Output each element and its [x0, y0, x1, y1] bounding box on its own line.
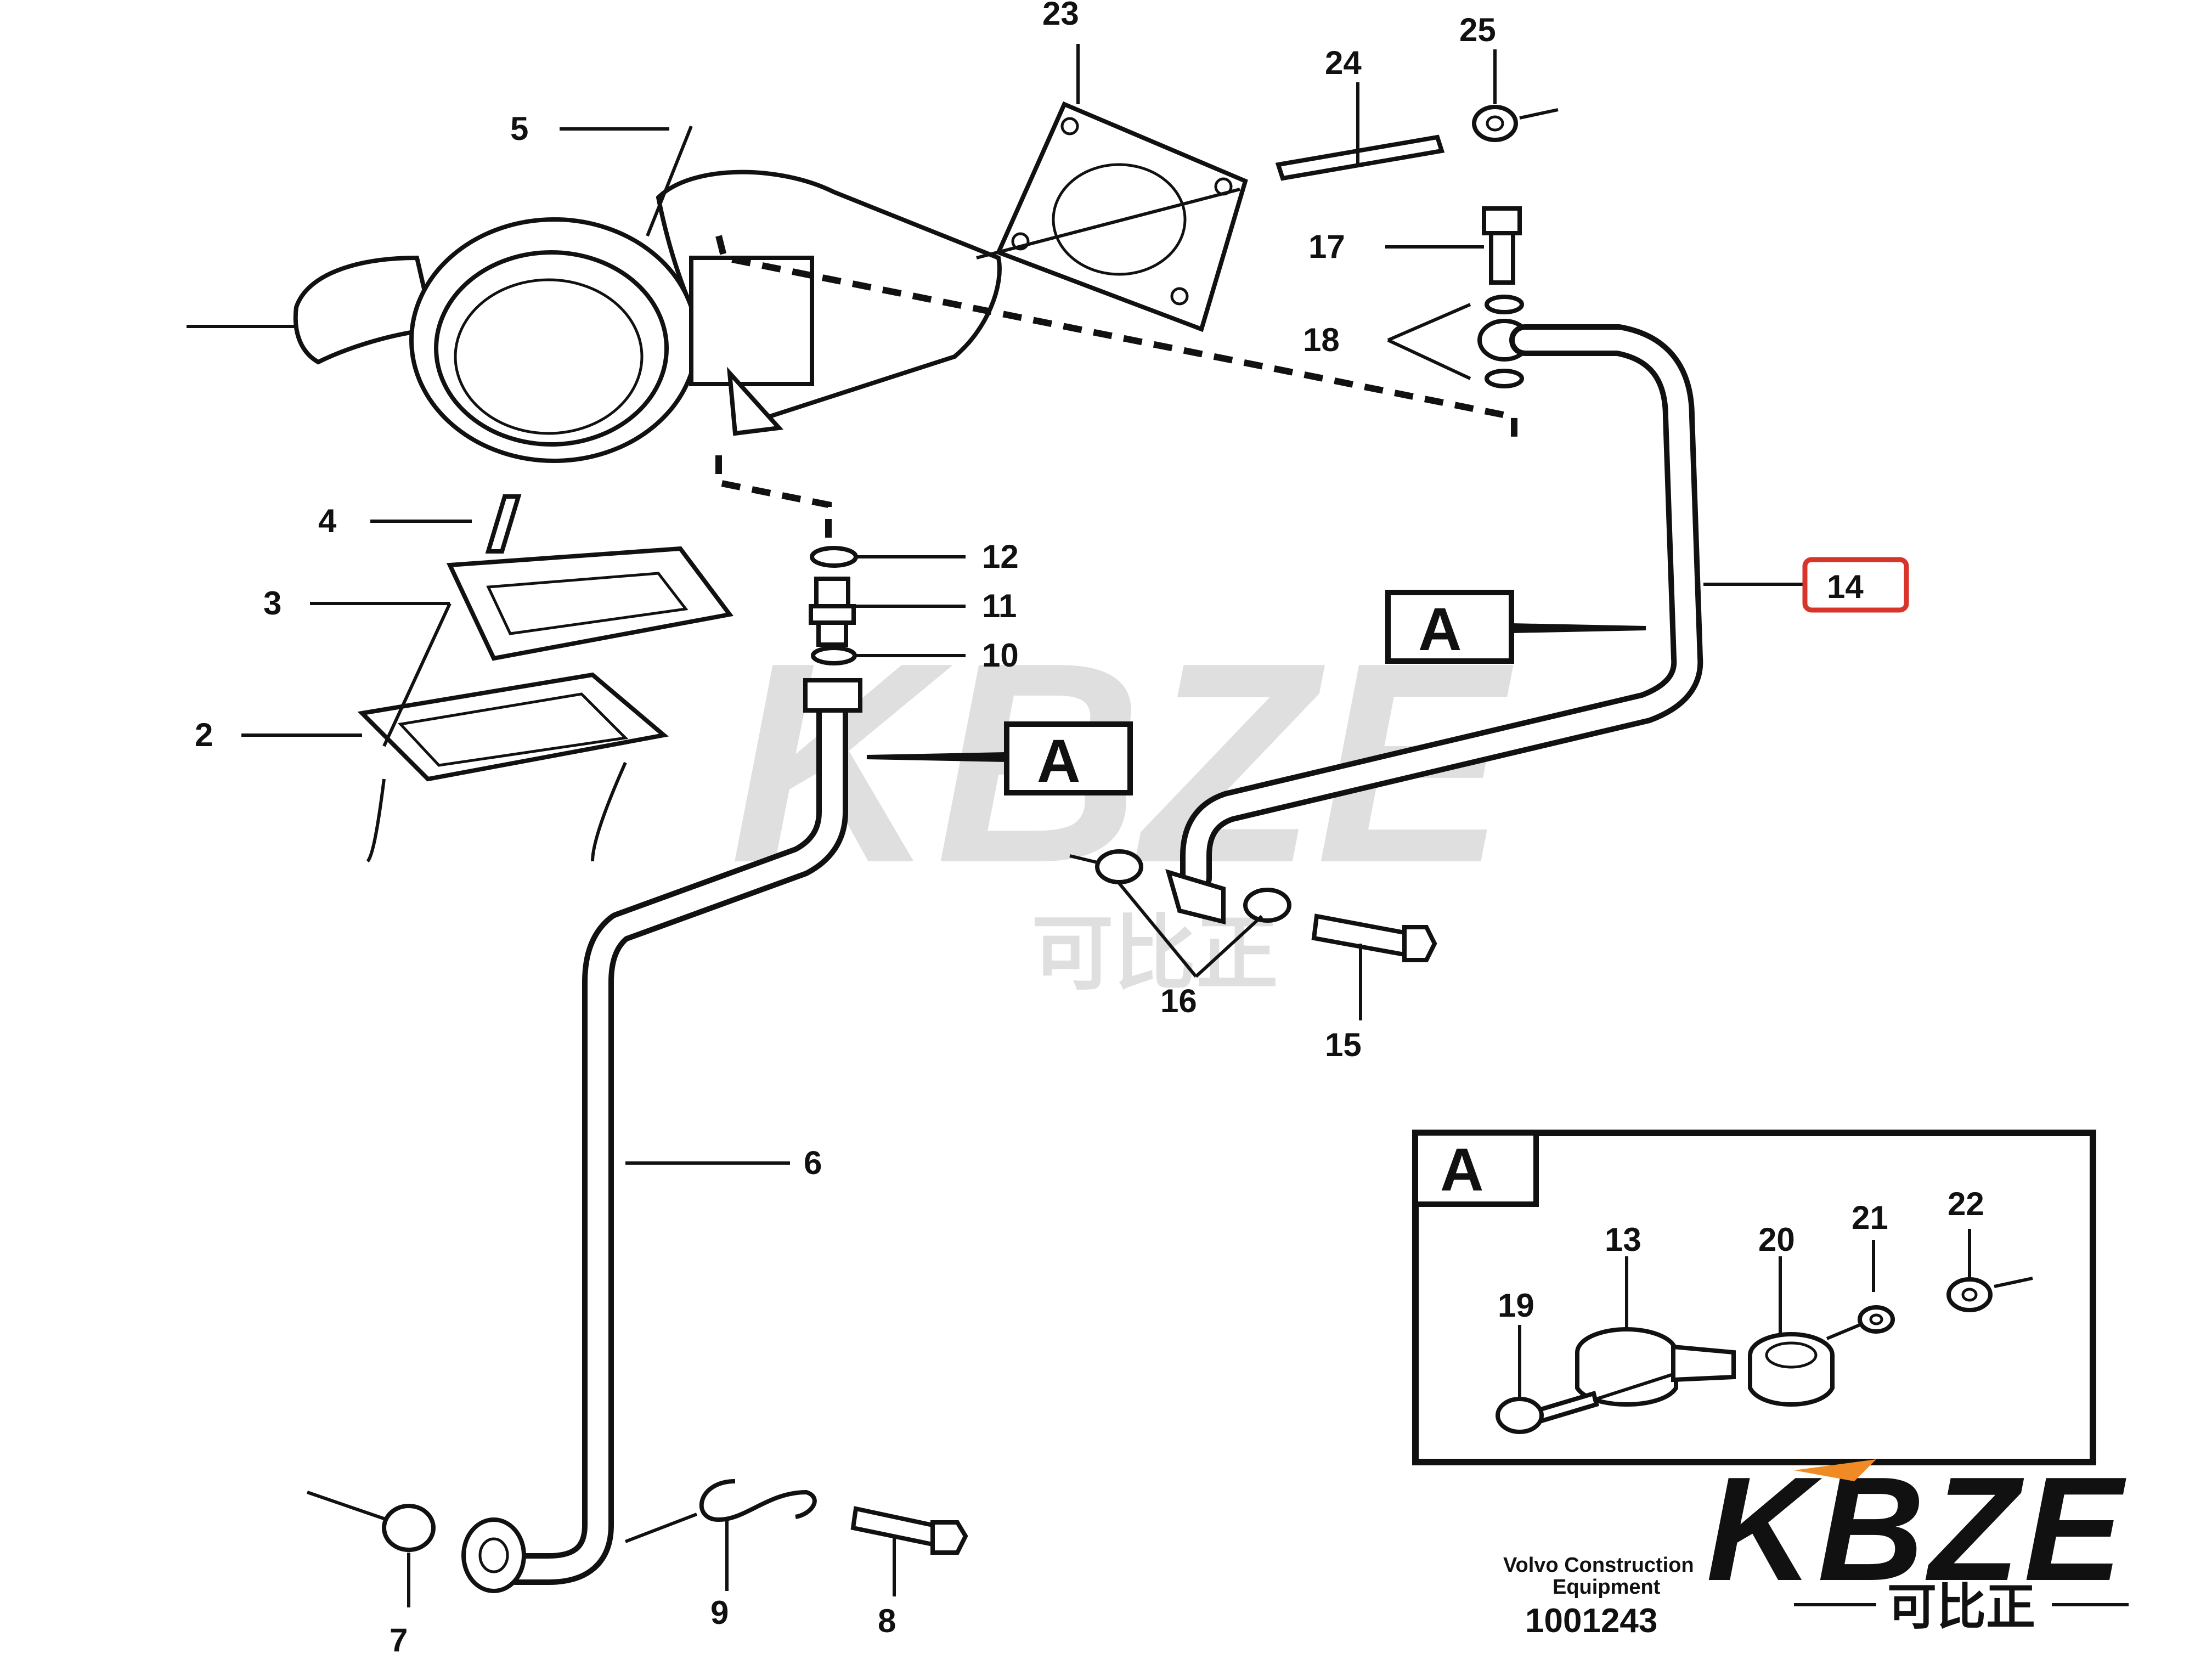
detail-letter: A [1440, 1136, 1483, 1204]
footer-reference: Volvo Construction Equipment 1001243 [1503, 1554, 1694, 1640]
callout-5: 5 [510, 110, 528, 147]
rubber-sleeve-20 [1748, 1332, 1835, 1407]
detail-view-a: A 13 20 [1412, 1130, 2096, 1465]
dashed-oil-return-leader [715, 235, 1517, 439]
brand-logo: KBZE 可比正 [1706, 1447, 2129, 1635]
fitting-6-end [461, 1517, 526, 1593]
bolt-17 [1482, 206, 1522, 285]
callout-10: 10 [982, 637, 1019, 674]
callout-11: 11 [982, 588, 1017, 624]
callout-25: 25 [1459, 12, 1496, 48]
washer-10 [811, 646, 857, 665]
callout-7: 7 [390, 1622, 408, 1658]
bolt-8 [850, 1506, 968, 1555]
nut-25 [1472, 105, 1559, 142]
pipe-6 [500, 678, 862, 1585]
brand-logo-text: KBZE [1706, 1447, 2128, 1612]
clamp-13 [1575, 1327, 1736, 1407]
callout-19: 19 [1498, 1287, 1534, 1324]
gasket-3 [446, 546, 734, 661]
callout-9: 9 [710, 1594, 729, 1631]
washer-21 [1858, 1305, 1895, 1334]
callout-22: 22 [1948, 1186, 1984, 1222]
watermark-cn: 可比正 [1031, 907, 1278, 1000]
maker-line1: Volvo Construction [1503, 1554, 1694, 1577]
callout-14: 14 [1827, 568, 1864, 605]
callout-24: 24 [1325, 44, 1362, 81]
callout-8: 8 [878, 1602, 896, 1639]
callout-2: 2 [195, 716, 213, 753]
dashed-oil-feed-leader [715, 455, 832, 549]
bolt-19 [1496, 1373, 1674, 1434]
callout-15: 15 [1325, 1026, 1362, 1063]
callout-12: 12 [982, 538, 1019, 575]
clip-9 [624, 1479, 817, 1543]
view-marker-left-letter: A [1037, 727, 1080, 795]
maker-line2: Equipment [1553, 1576, 1661, 1599]
gasket-23 [995, 101, 1248, 332]
highlight-box [1802, 557, 1909, 613]
view-marker-right: A [1385, 590, 1646, 664]
pipe-14 [1165, 324, 1703, 925]
brand-logo-cn: 可比正 [1887, 1580, 2035, 1635]
washer-12 [810, 546, 858, 568]
callout-14-highlight: 14 [1802, 557, 1909, 613]
bolt-15 [1311, 913, 1437, 962]
nut-22 [1946, 1277, 2033, 1312]
stud-24 [976, 134, 1445, 259]
callout-6: 6 [804, 1144, 822, 1181]
callout-3: 3 [263, 585, 281, 622]
view-marker-right-letter: A [1418, 596, 1462, 663]
turbocharger [187, 170, 1002, 463]
union-11 [809, 577, 856, 647]
doc-number: 1001243 [1525, 1602, 1657, 1640]
callout-16: 16 [1160, 983, 1197, 1019]
callout-20: 20 [1758, 1221, 1795, 1258]
callouts: 23 24 25 5 17 18 4 3 2 12 11 10 16 15 6 … [195, 0, 1496, 1658]
callout-18: 18 [1303, 321, 1340, 358]
stud-4 [485, 494, 522, 554]
view-marker-left: A [866, 721, 1133, 795]
callout-21: 21 [1852, 1199, 1888, 1236]
brand-accent-mark [1794, 1459, 1876, 1481]
washers-16 [1069, 849, 1291, 923]
leader-lines [241, 44, 1805, 1607]
flange-2 [357, 672, 669, 863]
callout-17: 17 [1308, 228, 1345, 265]
callout-4: 4 [318, 503, 337, 539]
callout-23: 23 [1042, 0, 1079, 32]
callout-13: 13 [1605, 1221, 1641, 1258]
o-ring-7 [307, 1491, 436, 1552]
